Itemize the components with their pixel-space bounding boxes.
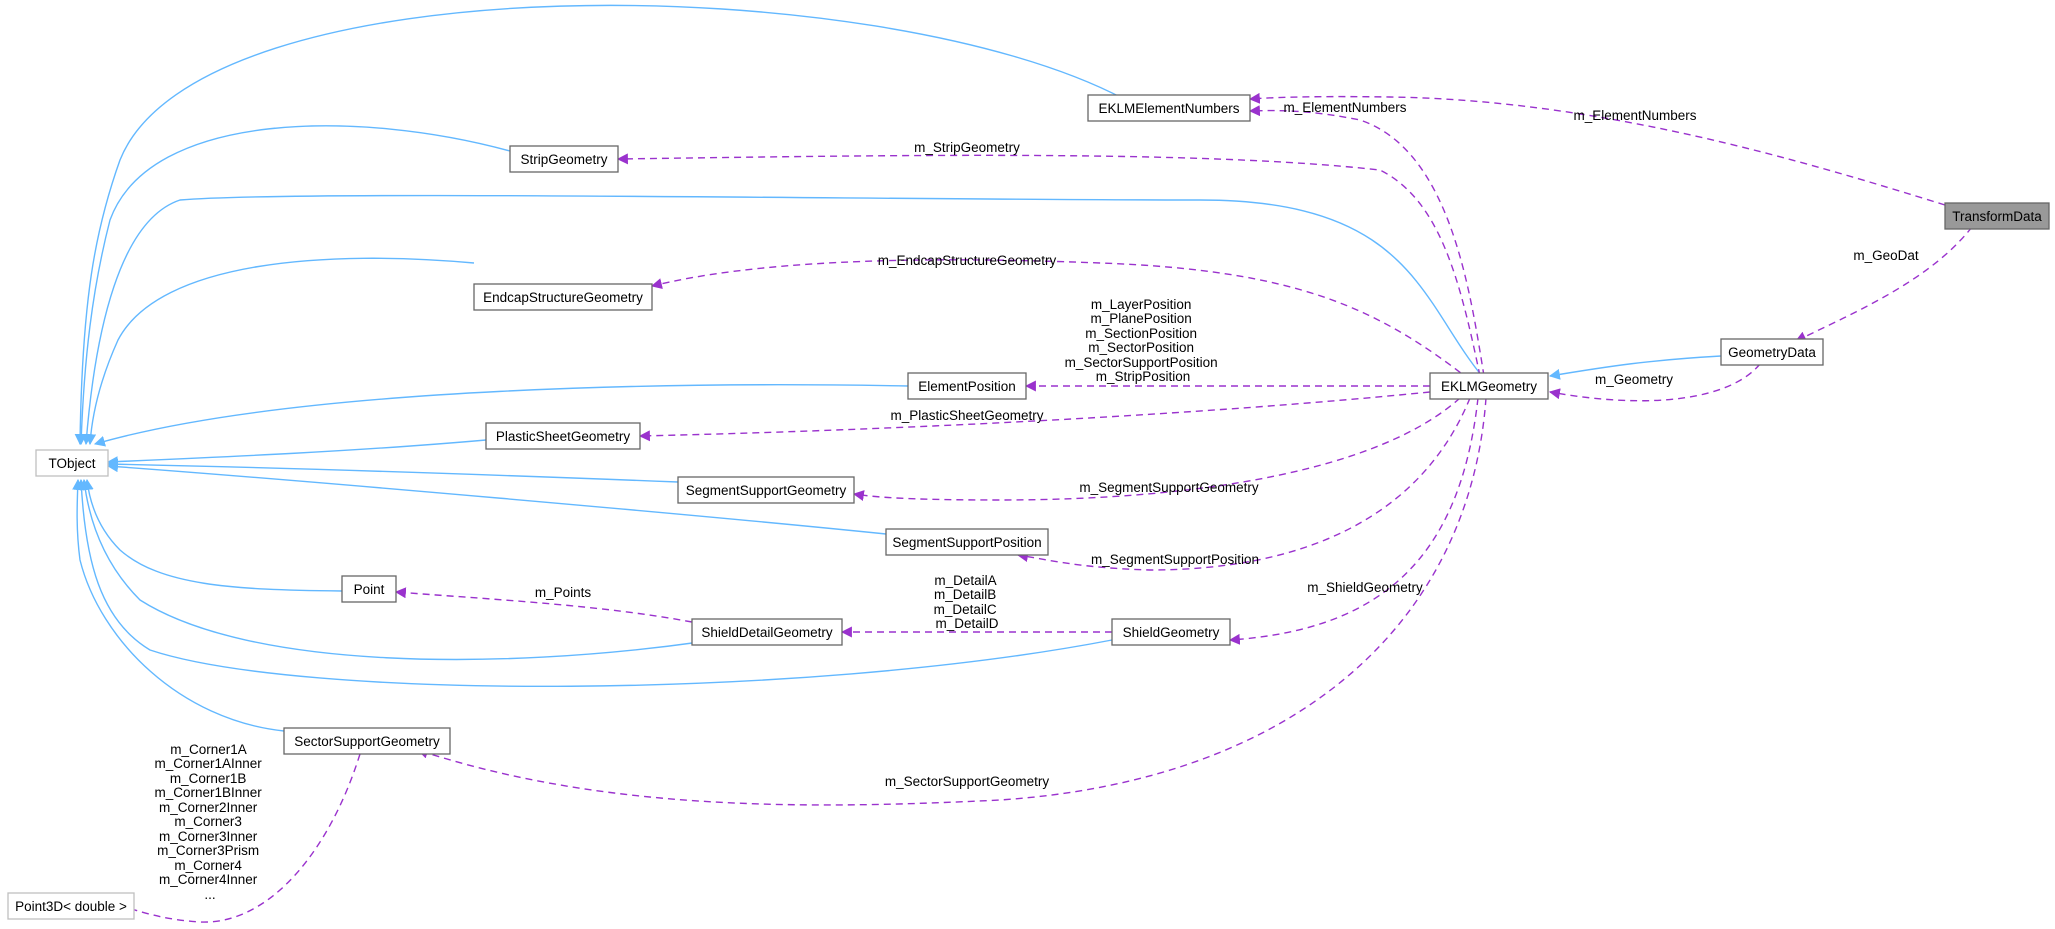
label-strip-position: m_StripPosition bbox=[1096, 369, 1191, 384]
label-plane-position: m_PlanePosition bbox=[1090, 311, 1191, 326]
node-sector-support-geometry[interactable]: SectorSupportGeometry bbox=[283, 727, 451, 755]
edge-sector-support-geometry-to-tobject bbox=[72, 478, 285, 732]
label-detail-a: m_DetailA bbox=[934, 573, 996, 588]
edge-eklm-geometry-to-segment-support-position bbox=[1016, 397, 1471, 571]
node-sector-support-geometry-label: SectorSupportGeometry bbox=[294, 734, 440, 749]
edge-element-position-to-tobject bbox=[93, 384, 909, 447]
node-tobject-label: TObject bbox=[48, 456, 95, 471]
edge-sector-support-geometry-to-point3d bbox=[120, 753, 361, 923]
edge-eklm-geometry-to-shield-geometry bbox=[1228, 397, 1479, 645]
node-endcap-structure-geometry[interactable]: EndcapStructureGeometry bbox=[473, 283, 653, 311]
edge-segment-support-geometry-to-tobject bbox=[106, 458, 679, 483]
label-element-numbers-eklm: m_ElementNumbers bbox=[1283, 100, 1406, 115]
label-shield-geometry: m_ShieldGeometry bbox=[1307, 580, 1423, 595]
label-strip-geometry: m_StripGeometry bbox=[914, 140, 1020, 155]
edge-eklm-geometry-to-eklm-element-numbers bbox=[1248, 105, 1485, 377]
label-sector-position: m_SectorPosition bbox=[1088, 340, 1194, 355]
label-corners: m_Corner1A m_Corner1AInner m_Corner1B m_… bbox=[154, 742, 265, 902]
label-corner-1b-inner: m_Corner1BInner bbox=[154, 785, 262, 800]
label-details: m_DetailA m_DetailB m_DetailC m_DetailD bbox=[934, 573, 1001, 631]
node-eklm-element-numbers[interactable]: EKLMElementNumbers bbox=[1087, 94, 1251, 122]
label-points: m_Points bbox=[535, 585, 592, 600]
node-shield-geometry[interactable]: ShieldGeometry bbox=[1111, 618, 1231, 646]
node-point[interactable]: Point bbox=[341, 575, 397, 603]
node-point-label: Point bbox=[354, 582, 385, 597]
node-plastic-sheet-geometry[interactable]: PlasticSheetGeometry bbox=[485, 422, 641, 450]
inheritance-edges bbox=[72, 4, 1722, 732]
node-transform-data[interactable]: TransformData bbox=[1944, 202, 2050, 230]
nodes: TObject EKLMElementNumbers StripGeometry… bbox=[7, 94, 2050, 920]
node-element-position[interactable]: ElementPosition bbox=[907, 372, 1027, 400]
label-corner-1a: m_Corner1A bbox=[170, 742, 247, 757]
node-element-position-label: ElementPosition bbox=[918, 379, 1016, 394]
label-corners-ellipsis: ... bbox=[204, 887, 215, 902]
node-geometry-data-label: GeometryData bbox=[1728, 345, 1816, 360]
label-section-position: m_SectionPosition bbox=[1085, 326, 1197, 341]
node-shield-detail-geometry-label: ShieldDetailGeometry bbox=[701, 625, 833, 640]
node-tobject[interactable]: TObject bbox=[35, 449, 109, 477]
label-corner-2-inner: m_Corner2Inner bbox=[159, 800, 258, 815]
edge-transform-data-to-eklm-element-numbers bbox=[1248, 92, 1946, 206]
label-segment-support-position: m_SegmentSupportPosition bbox=[1091, 552, 1259, 567]
node-segment-support-position-label: SegmentSupportPosition bbox=[892, 535, 1041, 550]
label-corner-4: m_Corner4 bbox=[174, 858, 242, 873]
node-segment-support-geometry-label: SegmentSupportGeometry bbox=[686, 483, 847, 498]
label-endcap-structure-geometry: m_EndcapStructureGeometry bbox=[878, 253, 1057, 268]
label-geometry: m_Geometry bbox=[1595, 372, 1673, 387]
node-point3d-label: Point3D< double > bbox=[15, 899, 127, 914]
node-endcap-structure-geometry-label: EndcapStructureGeometry bbox=[483, 290, 643, 305]
edge-eklm-geometry-to-sector-support-geometry bbox=[416, 397, 1487, 806]
label-corner-3-prism: m_Corner3Prism bbox=[157, 843, 259, 858]
edge-eklm-geometry-to-endcap-structure-geometry bbox=[650, 259, 1471, 381]
label-corner-1b: m_Corner1B bbox=[170, 771, 247, 786]
label-corner-1a-inner: m_Corner1AInner bbox=[154, 756, 262, 771]
label-corner-4-inner: m_Corner4Inner bbox=[159, 872, 258, 887]
edge-endcap-structure-geometry-to-tobject bbox=[85, 257, 475, 446]
usage-edges bbox=[120, 92, 1973, 923]
node-point3d[interactable]: Point3D< double > bbox=[7, 892, 135, 920]
node-eklm-element-numbers-label: EKLMElementNumbers bbox=[1098, 101, 1239, 116]
edge-shield-detail-geometry-to-tobject bbox=[79, 478, 701, 661]
node-strip-geometry[interactable]: StripGeometry bbox=[509, 145, 619, 173]
label-sector-support-geometry: m_SectorSupportGeometry bbox=[885, 774, 1050, 789]
edge-strip-geometry-to-tobject bbox=[75, 125, 511, 446]
label-corner-3: m_Corner3 bbox=[174, 814, 242, 829]
label-detail-c: m_DetailC bbox=[934, 602, 997, 617]
node-eklm-geometry[interactable]: EKLMGeometry bbox=[1429, 372, 1549, 400]
edge-transform-data-to-geometry-data bbox=[1795, 226, 1973, 342]
edge-eklm-geometry-to-strip-geometry bbox=[616, 153, 1481, 377]
label-plastic-sheet-geometry: m_PlasticSheetGeometry bbox=[890, 408, 1043, 423]
edge-shield-geometry-to-tobject bbox=[76, 478, 1113, 688]
label-geo-dat: m_GeoDat bbox=[1853, 248, 1919, 263]
node-shield-geometry-label: ShieldGeometry bbox=[1123, 625, 1220, 640]
edge-geometry-data-to-eklm-geometry bbox=[1548, 363, 1761, 402]
edge-eklm-geometry-to-tobject bbox=[81, 194, 1483, 446]
node-segment-support-geometry[interactable]: SegmentSupportGeometry bbox=[677, 476, 855, 504]
node-eklm-geometry-label: EKLMGeometry bbox=[1441, 379, 1537, 394]
edge-shield-detail-geometry-to-point bbox=[394, 587, 693, 623]
node-strip-geometry-label: StripGeometry bbox=[520, 152, 607, 167]
node-geometry-data[interactable]: GeometryData bbox=[1720, 338, 1824, 366]
node-plastic-sheet-geometry-label: PlasticSheetGeometry bbox=[496, 429, 631, 444]
edge-segment-support-position-to-tobject bbox=[106, 461, 887, 535]
edge-eklm-geometry-to-plastic-sheet-geometry bbox=[638, 391, 1431, 442]
label-detail-d: m_DetailD bbox=[935, 616, 998, 631]
label-corner-3-inner: m_Corner3Inner bbox=[159, 829, 258, 844]
label-sector-support-position: m_SectorSupportPosition bbox=[1065, 355, 1218, 370]
label-layer-position: m_LayerPosition bbox=[1091, 297, 1192, 312]
edge-plastic-sheet-geometry-to-tobject bbox=[106, 439, 487, 468]
node-shield-detail-geometry[interactable]: ShieldDetailGeometry bbox=[691, 618, 843, 646]
label-detail-b: m_DetailB bbox=[934, 587, 996, 602]
edge-eklm-geometry-to-segment-support-geometry bbox=[852, 397, 1461, 501]
edge-eklm-element-numbers-to-tobject bbox=[74, 4, 1125, 446]
edge-labels: m_ElementNumbers m_ElementNumbers m_Stri… bbox=[154, 100, 1918, 902]
label-element-position: m_LayerPosition m_PlanePosition m_Sectio… bbox=[1065, 297, 1222, 384]
label-element-numbers-transform: m_ElementNumbers bbox=[1573, 108, 1696, 123]
label-segment-support-geometry: m_SegmentSupportGeometry bbox=[1079, 480, 1259, 495]
node-transform-data-label: TransformData bbox=[1952, 209, 2042, 224]
node-segment-support-position[interactable]: SegmentSupportPosition bbox=[885, 528, 1049, 556]
edge-geometry-data-to-eklm-geometry bbox=[1548, 355, 1722, 380]
edge-point-to-tobject bbox=[82, 478, 343, 592]
